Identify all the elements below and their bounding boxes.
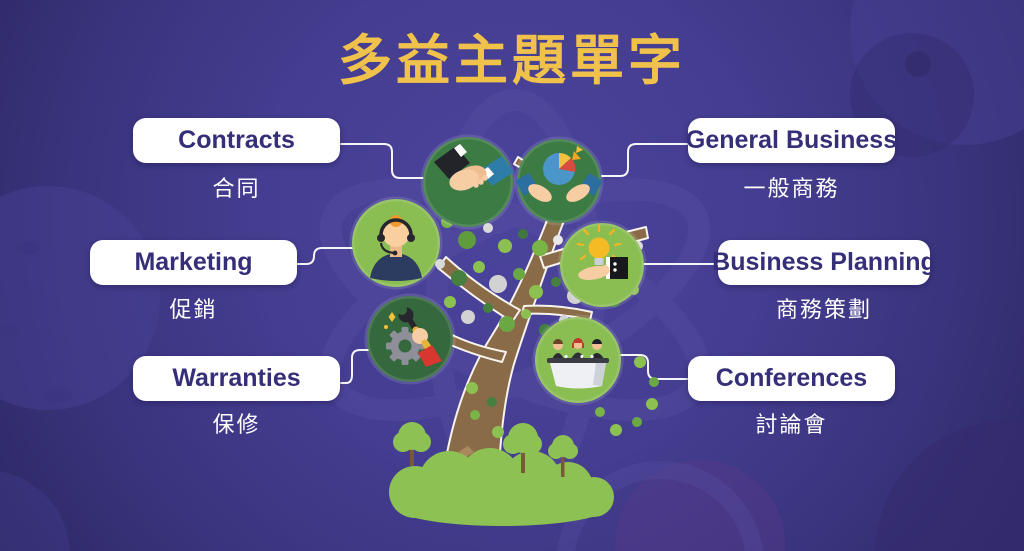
- connector-warranties: [340, 349, 370, 384]
- topic-circle-general-business: [514, 136, 604, 226]
- headset-agent-icon: [370, 215, 422, 281]
- topic-label-warranties-zh: 保修: [212, 412, 261, 437]
- page-title: 多益主題單字: [338, 31, 686, 91]
- wrench-gear-icon: [384, 305, 442, 367]
- yin-yang-dot: [905, 51, 931, 77]
- topic-pill-marketing: Marketing: [90, 240, 297, 285]
- corner-ring: [556, 461, 764, 551]
- topic-label-contracts-zh: 合同: [212, 176, 261, 201]
- topic-circle-contracts: [420, 134, 516, 230]
- idea-bulb-hand-icon: [576, 224, 628, 280]
- panel-discussion-icon: [547, 338, 609, 389]
- topic-pill-business-planning: Business Planning: [712, 240, 936, 285]
- planet-spot: [0, 324, 18, 336]
- connector-marketing: [295, 247, 354, 265]
- small-tree-left: [393, 422, 431, 466]
- topic-label-conferences-zh: 討論會: [755, 412, 828, 437]
- topic-circle-conferences: [532, 314, 624, 406]
- pie-chart-hands-icon: [515, 146, 603, 202]
- topic-pill-contracts: Contracts: [133, 118, 340, 163]
- yin-yang-ornament: [850, 0, 1024, 145]
- topic-label-general-business-zh: 一般商務: [743, 176, 840, 201]
- topic-label-marketing-zh: 促銷: [169, 297, 218, 322]
- topic-circle-business-planning: [557, 220, 647, 310]
- planet-spot: [16, 241, 40, 255]
- handshake-icon: [434, 144, 514, 191]
- small-tree-right: [548, 435, 578, 477]
- topic-pill-conferences: Conferences: [688, 356, 895, 401]
- corner-blob: [875, 420, 1024, 551]
- corner-blob: [0, 471, 70, 551]
- topic-pill-warranties: Warranties: [133, 356, 340, 401]
- connector-general-business: [601, 143, 688, 177]
- planet-spot: [44, 389, 72, 403]
- topic-pill-general-business: General Business: [686, 118, 897, 163]
- corner-blob: [615, 460, 785, 551]
- connector-contracts: [340, 143, 425, 179]
- connector-conferences: [620, 354, 688, 380]
- tree: [389, 156, 659, 526]
- topic-circle-marketing: [349, 196, 443, 290]
- topic-label-business-planning-zh: 商務策劃: [775, 297, 872, 322]
- topic-circle-warranties: [364, 293, 456, 385]
- grass-mound: [389, 448, 614, 526]
- small-tree-middle: [503, 423, 542, 473]
